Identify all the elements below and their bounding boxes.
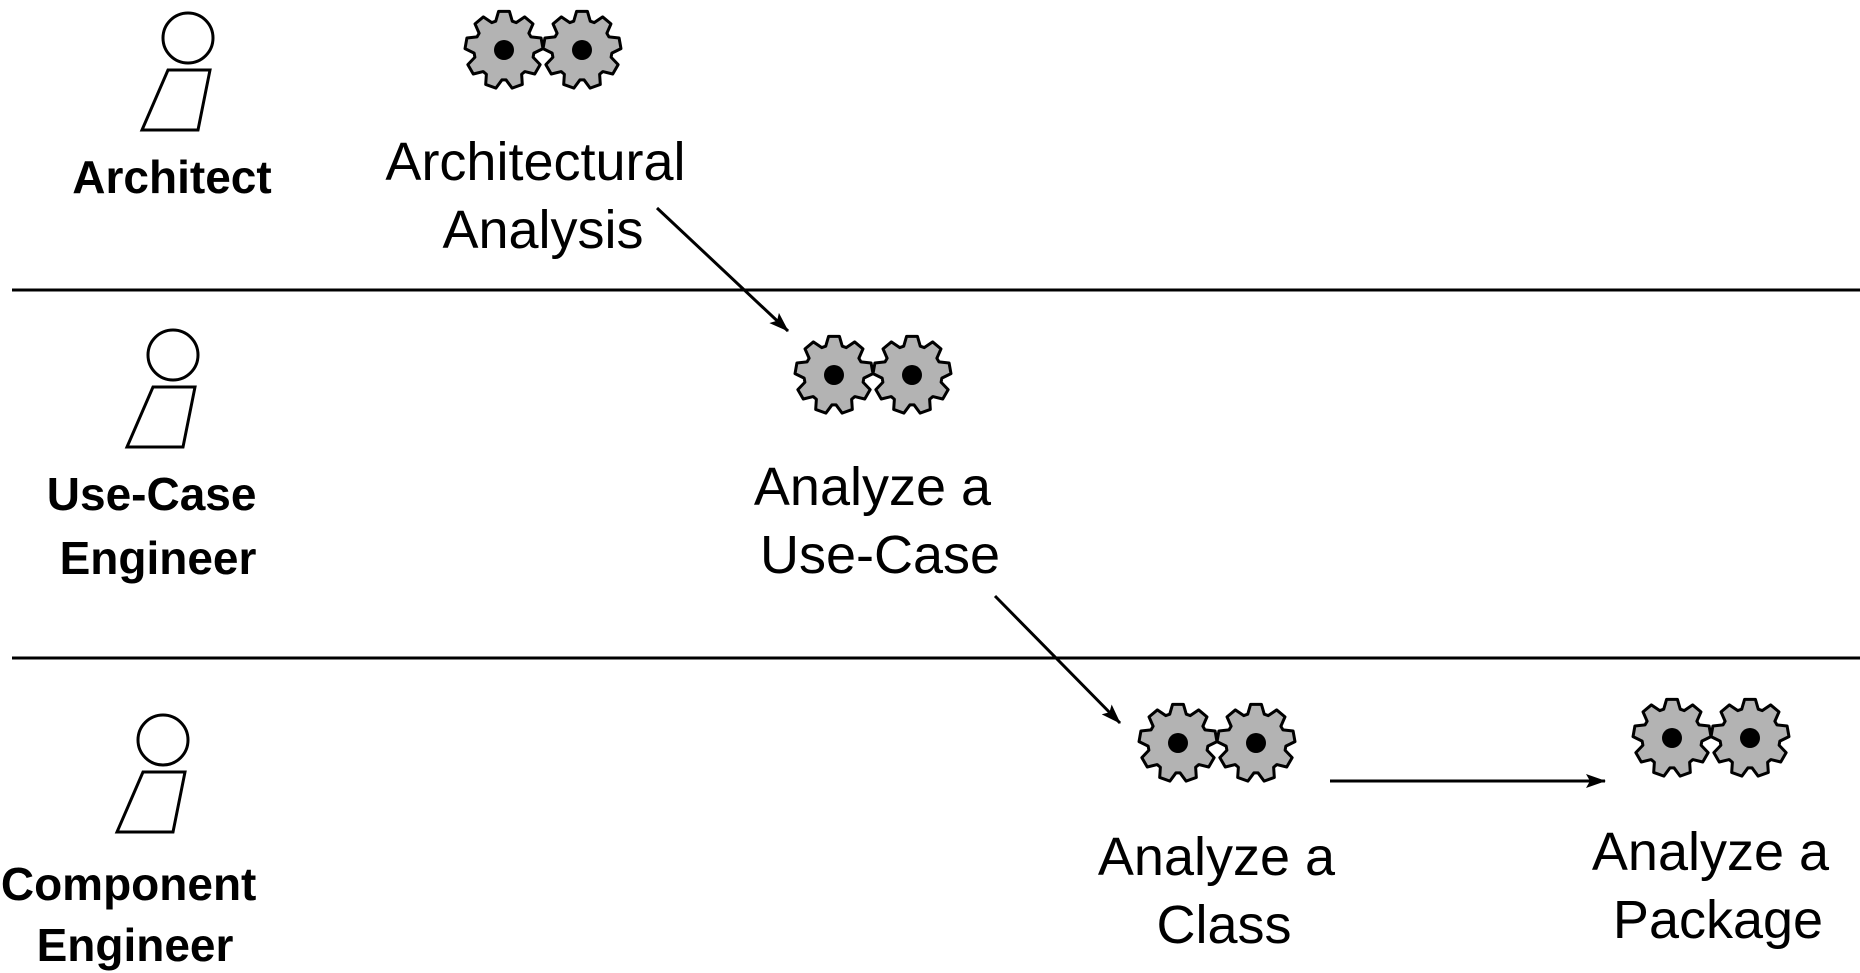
activity-label-line: Analysis	[442, 200, 643, 260]
gear-hub	[1740, 728, 1760, 748]
gear-hub	[572, 40, 592, 60]
flow-arrow	[993, 594, 1122, 725]
gear-hub	[902, 365, 922, 385]
activity-label-line: Analyze a	[754, 457, 992, 517]
activity-label: Architectural Analysis	[385, 132, 700, 260]
gear-hub	[1662, 728, 1682, 748]
lane-component-engineer: Component Engineer Analyze a Class Analy…	[1, 697, 1844, 971]
activity-analyze-package[interactable]: Analyze a Package	[1592, 697, 1844, 950]
lane-use-case-engineer: Use-Case Engineer Analyze a Use-Case	[47, 328, 1006, 585]
gear-hub	[1246, 733, 1266, 753]
lane-architect: Architect Architectural Analysis	[72, 9, 700, 260]
actor-label-line: Engineer	[37, 919, 234, 971]
activity-analyze-use-case[interactable]: Analyze a Use-Case	[754, 334, 1006, 585]
actor-icon	[139, 11, 215, 132]
activity-architectural-analysis[interactable]: Architectural Analysis	[385, 9, 700, 260]
gears-icon	[1631, 697, 1791, 778]
activity-label: Analyze a Class	[1098, 827, 1350, 955]
activity-label-line: Package	[1613, 890, 1823, 950]
flow-arrow	[655, 206, 790, 333]
gear-hub	[1168, 733, 1188, 753]
activity-label: Analyze a Package	[1592, 822, 1844, 950]
gears-icon	[1137, 702, 1297, 783]
actor-component-engineer: Component Engineer	[1, 713, 269, 971]
actor-label-line: Use-Case	[47, 468, 257, 520]
actor-icon	[114, 713, 190, 834]
activity-label-line: Use-Case	[760, 525, 1000, 585]
activity-label: Analyze a Use-Case	[754, 457, 1006, 585]
actor-label-line: Component	[1, 858, 257, 910]
activity-label-line: Analyze a	[1098, 827, 1336, 887]
gear-hub	[494, 40, 514, 60]
gears-icon	[463, 9, 623, 90]
actor-use-case-engineer: Use-Case Engineer	[47, 328, 269, 584]
gear-hub	[824, 365, 844, 385]
activity-label-line: Analyze a	[1592, 822, 1830, 882]
actor-label: Architect	[72, 151, 271, 203]
actor-label-line: Engineer	[60, 532, 257, 584]
actor-label-line: Architect	[72, 151, 271, 203]
activity-label-line: Class	[1156, 895, 1291, 955]
activity-analyze-class[interactable]: Analyze a Class	[1098, 702, 1350, 955]
actor-icon	[124, 328, 200, 449]
activity-label-line: Architectural	[385, 132, 685, 192]
actor-label: Component Engineer	[1, 858, 269, 971]
actor-architect: Architect	[72, 11, 272, 203]
gears-icon	[793, 334, 953, 415]
actor-label: Use-Case Engineer	[47, 468, 269, 584]
